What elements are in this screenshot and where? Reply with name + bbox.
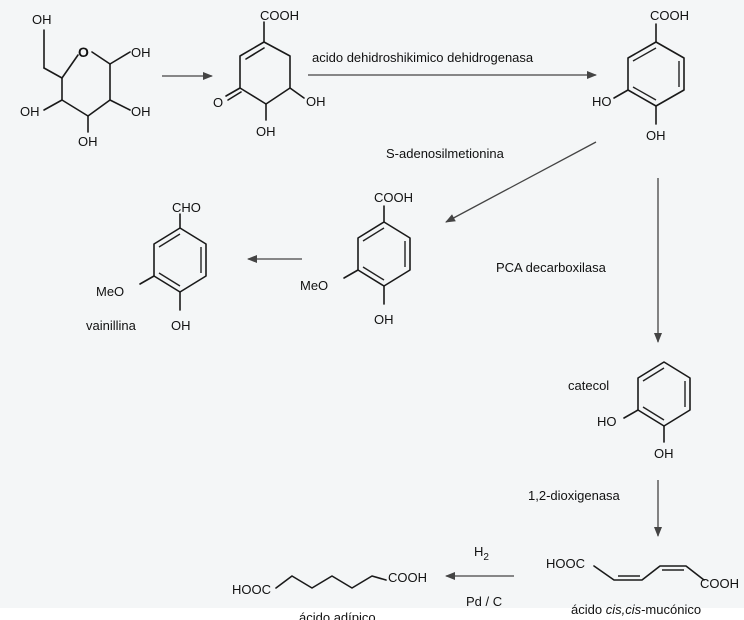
adipic-hooc: HOOC bbox=[232, 582, 271, 597]
catechol-name: catecol bbox=[568, 378, 609, 393]
muconic-hooc: HOOC bbox=[546, 556, 585, 571]
glucose-oh-top: OH bbox=[32, 12, 52, 27]
protocatechuic-acid-structure: COOH HO OH bbox=[592, 8, 689, 143]
glucose-oh-lower-right: OH bbox=[131, 104, 151, 119]
glucose-oh-right: OH bbox=[131, 45, 151, 60]
pca-oh: OH bbox=[646, 128, 666, 143]
vanillic-acid-structure: COOH MeO OH bbox=[300, 190, 413, 327]
vanillin-oh: OH bbox=[171, 318, 191, 333]
label-dioxygenase: 1,2-dioxigenasa bbox=[528, 488, 621, 503]
glucose-oh-left: OH bbox=[20, 104, 40, 119]
dhs-oh-right: OH bbox=[306, 94, 326, 109]
muconic-name: ácido cis,cis-mucónico bbox=[571, 602, 701, 617]
glucose-structure: O OH OH OH OH OH bbox=[20, 12, 151, 149]
glucose-ring-o: O bbox=[78, 44, 89, 60]
vanillic-meo: MeO bbox=[300, 278, 328, 293]
label-dehydrogenase: acido dehidroshikimico dehidrogenasa bbox=[312, 50, 534, 65]
label-hydrogen: H2 bbox=[474, 544, 489, 563]
label-decarboxylase: PCA decarboxilasa bbox=[496, 260, 607, 275]
vanillin-cho: CHO bbox=[172, 200, 201, 215]
pca-ho: HO bbox=[592, 94, 612, 109]
muconic-cooh: COOH bbox=[700, 576, 739, 591]
label-sam: S-adenosilmetionina bbox=[386, 146, 505, 161]
vanillin-structure: CHO MeO OH vainillina bbox=[86, 200, 207, 333]
catechol-oh: OH bbox=[654, 446, 674, 461]
catechol-structure: catecol HO OH bbox=[568, 361, 691, 461]
vanillic-oh: OH bbox=[374, 312, 394, 327]
adipic-name: ácido adípico bbox=[299, 610, 376, 620]
dhs-carbonyl-o: O bbox=[213, 95, 223, 110]
catechol-ho: HO bbox=[597, 414, 617, 429]
dhs-oh-bottom: OH bbox=[256, 124, 276, 139]
vanillin-name: vainillina bbox=[86, 318, 137, 333]
muconic-acid-structure: HOOC COOH ácido cis,cis-mucónico bbox=[546, 556, 739, 617]
vanillin-meo: MeO bbox=[96, 284, 124, 299]
dehydroshikimate-structure: COOH O OH OH bbox=[213, 8, 326, 139]
adipic-cooh: COOH bbox=[388, 570, 427, 585]
label-catalyst: Pd / C bbox=[466, 594, 502, 609]
dhs-cooh: COOH bbox=[260, 8, 299, 23]
arrow-pca-to-vanillic bbox=[445, 141, 597, 223]
pca-cooh: COOH bbox=[650, 8, 689, 23]
vanillic-cooh: COOH bbox=[374, 190, 413, 205]
adipic-acid-structure: HOOC COOH ácido adípico bbox=[232, 570, 427, 620]
glucose-oh-bottom: OH bbox=[78, 134, 98, 149]
